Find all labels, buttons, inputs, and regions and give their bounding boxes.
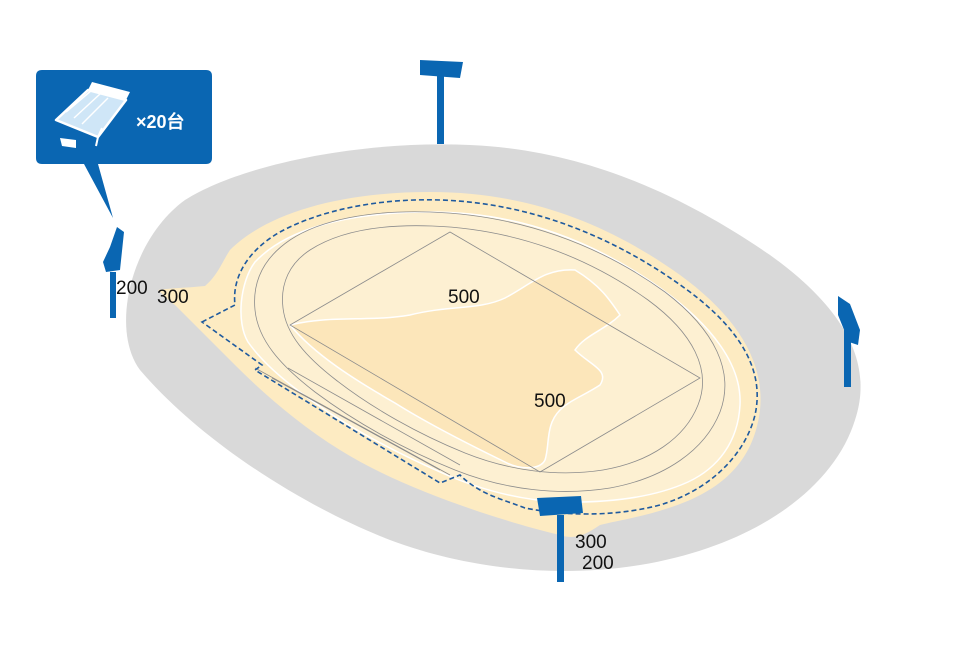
label-center-right: 500: [534, 391, 566, 412]
fixture-count-callout: ×20台: [36, 70, 212, 218]
label-bottom-inner: 300: [575, 532, 607, 553]
label-left-outer: 200: [116, 278, 148, 299]
label-left-inner: 300: [157, 287, 189, 308]
light-pole-south: [537, 496, 583, 582]
track-outer-line: [254, 211, 726, 492]
light-pole-north: [420, 60, 463, 144]
pitch-rectangle: [289, 231, 701, 473]
light-pole-east: [838, 296, 860, 387]
illuminance-zone-500: [288, 269, 621, 469]
label-center-top: 500: [448, 287, 480, 308]
label-bottom-outer: 200: [582, 553, 614, 574]
illuminance-labels: 500 500 200 300 300 200: [116, 278, 614, 574]
light-pole-west: [103, 227, 124, 318]
fixture-count-label: ×20台: [136, 111, 185, 132]
field-markings: [254, 211, 726, 492]
track-inner-line: [282, 225, 703, 474]
floodlight-fixture-icon: [54, 82, 130, 148]
home-straight-lanes: [254, 367, 461, 476]
measurement-boundary: [200, 198, 758, 515]
